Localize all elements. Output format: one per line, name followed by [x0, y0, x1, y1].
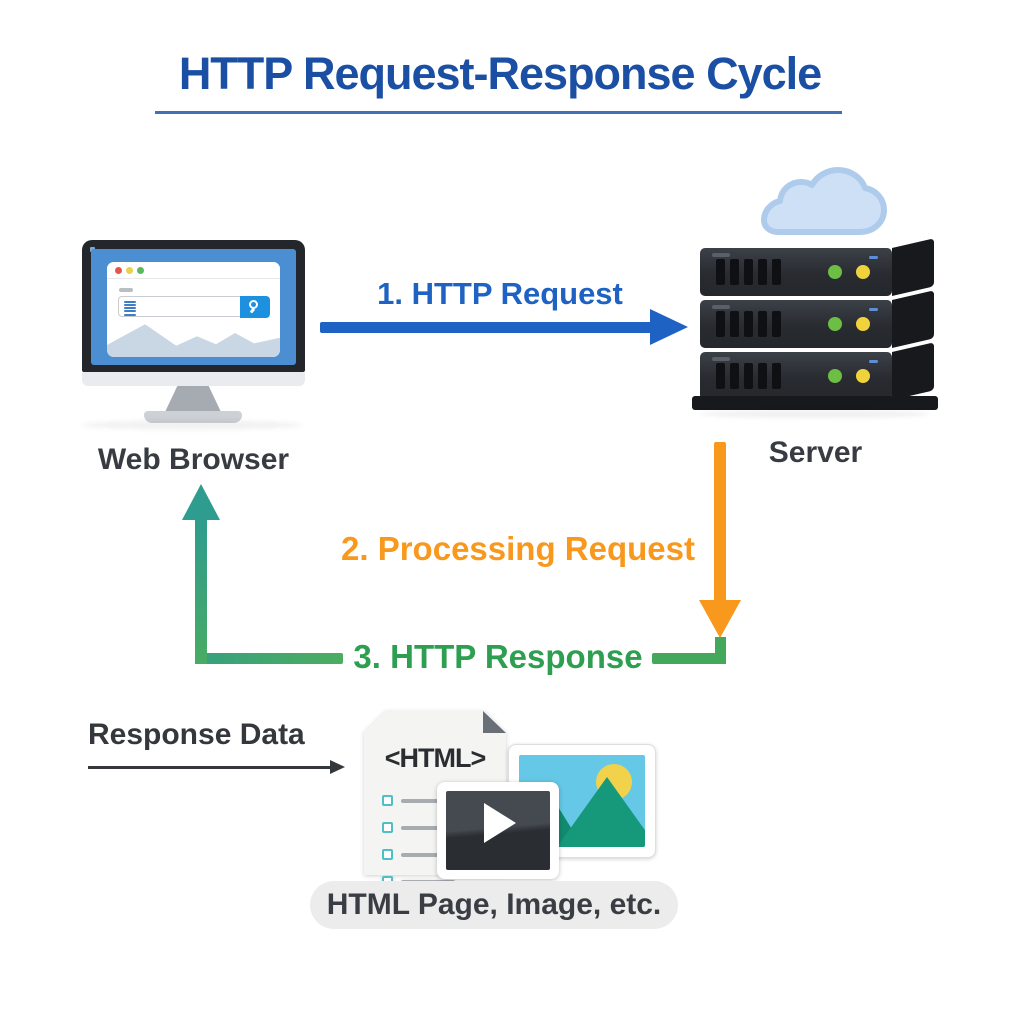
led-green-icon [828, 369, 842, 383]
monitor-chin [82, 372, 305, 386]
server-label: Server [768, 436, 863, 469]
video-panel [446, 791, 550, 870]
video-player-icon [437, 782, 559, 879]
mountain-right [557, 777, 645, 847]
browser-titlebar [107, 262, 280, 279]
monitor-bezel [82, 240, 305, 372]
monitor-screen [91, 249, 296, 365]
monitor-stand-neck [165, 386, 221, 412]
browser-window [107, 262, 280, 357]
play-icon [484, 803, 516, 843]
window-maximize-dot [137, 267, 144, 274]
window-close-dot [115, 267, 122, 274]
led-green-icon [828, 265, 842, 279]
title-underline [155, 111, 842, 114]
text-line [401, 825, 459, 830]
server-unit-1 [700, 248, 892, 296]
window-minimize-dot [126, 267, 133, 274]
server-base [692, 396, 938, 410]
server-vent-stripe [712, 253, 730, 257]
checkbox-icon [382, 849, 393, 860]
led-green-icon [828, 317, 842, 331]
server-indicator-dash [869, 308, 878, 311]
processing-arrow-shaft [714, 442, 726, 602]
response-path-right-segment [652, 653, 726, 664]
step3-http-response-label: 3. HTTP Response [353, 638, 643, 675]
monitor-shadow [82, 420, 302, 430]
response-data-arrow-line [88, 766, 332, 769]
request-arrow-head-icon [650, 309, 688, 345]
text-lines-icon [124, 300, 136, 317]
led-yellow-icon [856, 265, 870, 279]
response-path-right-stub [715, 637, 726, 664]
cloud-icon [746, 166, 890, 240]
step1-http-request-label: 1. HTTP Request [377, 276, 623, 311]
server-shadow [700, 410, 930, 418]
server-vent-stripe [712, 357, 730, 361]
search-icon [248, 299, 258, 309]
server-indicator-dash [869, 256, 878, 259]
response-arrow-shaft [195, 518, 207, 664]
page-content-mountains [107, 324, 280, 357]
text-line [401, 852, 469, 857]
server-slots [716, 363, 786, 394]
step2-processing-label: 2. Processing Request [341, 530, 695, 567]
checkbox-icon [382, 795, 393, 806]
response-content-caption: HTML Page, Image, etc. [310, 881, 678, 929]
address-label-bar [119, 288, 133, 292]
text-line [401, 798, 465, 803]
led-yellow-icon [856, 369, 870, 383]
search-button [239, 295, 270, 318]
request-arrow-shaft [320, 322, 652, 333]
html-tag-text: <HTML> [384, 743, 487, 773]
monitor-stand-base [144, 411, 242, 423]
response-path-left-segment [195, 653, 343, 664]
server-indicator-dash [869, 360, 878, 363]
server-slots [716, 259, 786, 290]
response-arrow-head-icon [182, 484, 220, 520]
checkbox-icon [382, 822, 393, 833]
server-vent-stripe [712, 305, 730, 309]
led-yellow-icon [856, 317, 870, 331]
processing-arrow-head-icon [699, 600, 741, 638]
page-title: HTTP Request-Response Cycle [178, 48, 822, 99]
monitor-browser-icon [82, 240, 305, 430]
response-data-arrow-head-icon [330, 760, 345, 774]
response-data-label: Response Data [88, 718, 305, 751]
server-slots [716, 311, 786, 342]
server-unit-3 [700, 352, 892, 400]
web-browser-label: Web Browser [97, 443, 290, 476]
search-input [118, 295, 270, 318]
server-unit-2 [700, 300, 892, 348]
